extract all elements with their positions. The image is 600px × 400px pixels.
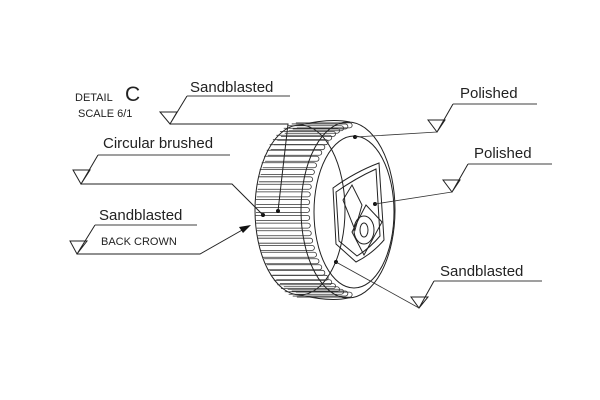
detail-word: DETAIL	[75, 92, 113, 104]
callout-circular-brushed: Circular brushed	[72, 135, 264, 216]
knurl-ridge	[255, 191, 311, 198]
knurl-ridge	[295, 291, 353, 298]
knurl-ridge	[269, 144, 326, 151]
callout-label: Sandblasted	[99, 207, 182, 224]
knurl-ridge	[283, 127, 340, 134]
knurl-ridge	[258, 237, 314, 244]
back-crown-label: BACK CROWN	[101, 236, 177, 248]
knurl-ridge	[279, 283, 336, 289]
arrowhead-icon	[239, 225, 251, 233]
knurled-ridges	[255, 122, 353, 298]
knurl-ridge	[255, 214, 311, 221]
knurl-ridge	[266, 264, 323, 271]
knurl-ridge	[291, 123, 349, 130]
knurl-ridge	[272, 139, 329, 146]
knurl-ridge	[264, 155, 320, 162]
knurl-ridge	[279, 131, 336, 137]
knurl-ridge	[255, 222, 311, 229]
knurl-ridge	[259, 169, 315, 176]
knurl-ridge	[261, 162, 317, 169]
detail-title: DETAIL C SCALE 6/1	[75, 83, 140, 120]
callout-label: Polished	[474, 145, 532, 162]
knurl-ridge	[255, 199, 311, 206]
callout-label: Sandblasted	[190, 79, 273, 96]
callout-sandblasted-top: Sandblasted	[158, 79, 290, 212]
knurl-ridge	[264, 258, 320, 265]
knurl-ridge	[261, 251, 317, 258]
callout-label: Polished	[460, 85, 518, 102]
callout-sandblasted-face: Sandblasted	[335, 261, 542, 309]
knurl-ridge	[259, 244, 315, 251]
shield-emblem	[332, 162, 385, 263]
knurl-ridge	[291, 290, 349, 297]
callout-label: Sandblasted	[440, 263, 523, 280]
callout-polished-rim: Polished	[354, 85, 537, 138]
detail-scale: SCALE 6/1	[78, 108, 132, 120]
knurl-ridge	[272, 274, 329, 281]
callout-sandblasted-back: Sandblasted BACK CROWN	[69, 207, 251, 255]
knurl-ridge	[266, 149, 323, 156]
callout-polished-emblem: Polished	[374, 145, 552, 205]
callout-label: Circular brushed	[103, 135, 213, 152]
front-rim	[300, 121, 396, 299]
crown-wheel	[254, 120, 396, 300]
knurl-ridge	[287, 125, 345, 132]
knurl-ridge	[276, 279, 333, 286]
knurl-ridge	[258, 176, 314, 183]
knurl-ridge	[276, 134, 333, 141]
knurl-ridge	[256, 183, 312, 190]
knurl-ridge	[295, 122, 353, 129]
detail-letter: C	[125, 83, 140, 106]
knurl-ridge	[255, 207, 310, 213]
knurl-ridge	[256, 230, 312, 237]
